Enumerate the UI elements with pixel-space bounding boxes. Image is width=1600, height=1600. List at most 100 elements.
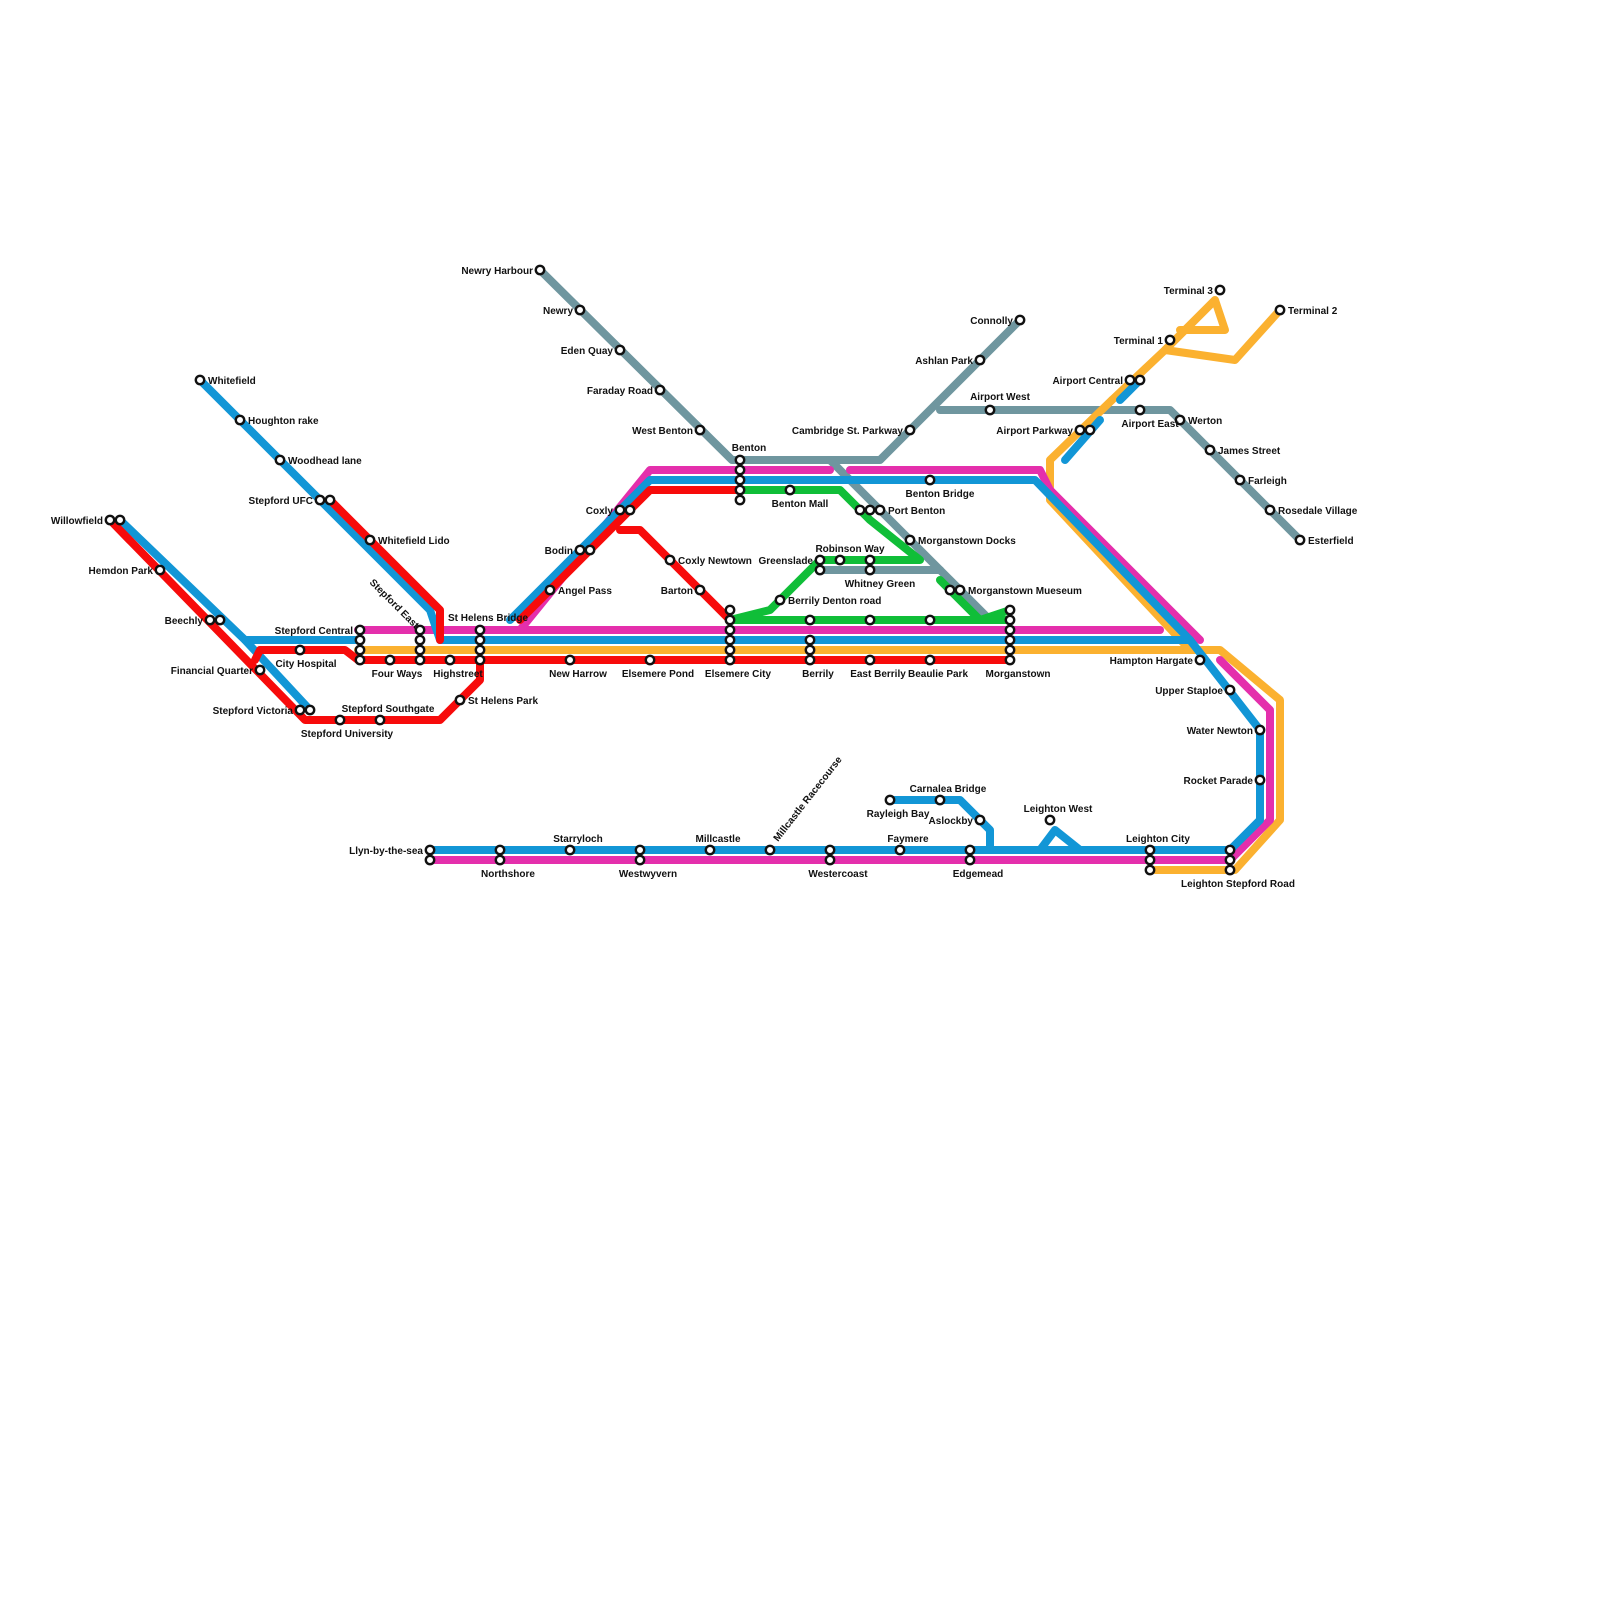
station-marker-benton[interactable]	[734, 464, 746, 476]
station-marker-west-benton[interactable]	[694, 424, 706, 436]
station-marker-stepford-east[interactable]	[414, 634, 426, 646]
station-marker-willowfield[interactable]	[114, 514, 126, 526]
station-marker-morganstown-mueseum[interactable]	[944, 584, 956, 596]
station-marker-stepford-central[interactable]	[354, 624, 366, 636]
station-marker-newry[interactable]	[574, 304, 586, 316]
station-marker-elsemere-city[interactable]	[724, 614, 736, 626]
station-marker-angel-pass[interactable]	[544, 584, 556, 596]
station-marker-terminal-3[interactable]	[1214, 284, 1226, 296]
station-marker-eden-quay[interactable]	[614, 344, 626, 356]
station-marker-elsemere-pond[interactable]	[644, 654, 656, 666]
station-marker-morganstown[interactable]	[1004, 624, 1016, 636]
station-marker-leighton-stepford-road[interactable]	[1224, 844, 1236, 856]
station-marker-leighton-city[interactable]	[1144, 844, 1156, 856]
station-marker-berrily[interactable]	[804, 634, 816, 646]
station-marker-benton-bridge[interactable]	[924, 474, 936, 486]
station-marker-westercoast[interactable]	[824, 854, 836, 866]
station-marker-morganstown[interactable]	[1004, 654, 1016, 666]
station-marker-elsemere-city[interactable]	[724, 634, 736, 646]
station-marker-rocket-parade[interactable]	[1254, 774, 1266, 786]
station-marker-willowfield[interactable]	[104, 514, 116, 526]
station-marker-leighton-city[interactable]	[1144, 864, 1156, 876]
station-marker-millcastle[interactable]	[704, 844, 716, 856]
station-marker-elsemere-city[interactable]	[724, 654, 736, 666]
station-marker-faraday-road[interactable]	[654, 384, 666, 396]
station-marker-beaulie-park[interactable]	[924, 654, 936, 666]
station-marker-westercoast[interactable]	[824, 844, 836, 856]
station-marker-morganstown[interactable]	[1004, 634, 1016, 646]
station-marker-city-hospital[interactable]	[294, 644, 306, 656]
station-marker-whitney-green[interactable]	[864, 564, 876, 576]
station-marker-four-ways[interactable]	[384, 654, 396, 666]
station-marker-cambridge-st-parkway[interactable]	[904, 424, 916, 436]
station-marker-benton[interactable]	[734, 484, 746, 496]
station-marker-beechly[interactable]	[204, 614, 216, 626]
station-marker-airport-central[interactable]	[1134, 374, 1146, 386]
station-marker-morganstown-docks[interactable]	[904, 534, 916, 546]
station-marker-james-street[interactable]	[1204, 444, 1216, 456]
station-marker-edgemead[interactable]	[964, 844, 976, 856]
station-marker-rayleigh-bay[interactable]	[884, 794, 896, 806]
station-marker-airport-west[interactable]	[984, 404, 996, 416]
station-marker-edgemead[interactable]	[964, 854, 976, 866]
station-marker-houghton-rake[interactable]	[234, 414, 246, 426]
station-marker-werton[interactable]	[1174, 414, 1186, 426]
station-marker-stepford-east[interactable]	[414, 654, 426, 666]
station-marker-morganstown[interactable]	[1004, 614, 1016, 626]
station-marker-east-berrily[interactable]	[864, 654, 876, 666]
station-marker-stepford-southgate[interactable]	[374, 714, 386, 726]
station-marker-stepford-central[interactable]	[354, 634, 366, 646]
station-marker-financial-quarter[interactable]	[254, 664, 266, 676]
station-marker-hemdon-park[interactable]	[154, 564, 166, 576]
station-marker-whitefield-lido[interactable]	[364, 534, 376, 546]
station-marker-airport-parkway[interactable]	[1084, 424, 1096, 436]
station-marker-st-helens-bridge[interactable]	[474, 654, 486, 666]
station-marker-berrily[interactable]	[804, 644, 816, 656]
station-marker-berrily[interactable]	[804, 654, 816, 666]
station-marker-northshore[interactable]	[494, 854, 506, 866]
station-marker-stepford-victoria[interactable]	[304, 704, 316, 716]
station-marker-coxly-newtown[interactable]	[664, 554, 676, 566]
station-marker-upper-staploe[interactable]	[1224, 684, 1236, 696]
station-marker-stepford-east[interactable]	[414, 644, 426, 656]
station-marker-port-benton[interactable]	[854, 504, 866, 516]
station-marker-east-berrily[interactable]	[864, 614, 876, 626]
station-marker-robinson-way[interactable]	[834, 554, 846, 566]
station-marker-new-harrow[interactable]	[564, 654, 576, 666]
station-marker-st-helens-park[interactable]	[454, 694, 466, 706]
station-marker-northshore[interactable]	[494, 844, 506, 856]
station-marker-highstreet[interactable]	[444, 654, 456, 666]
station-marker-newry-harbour[interactable]	[534, 264, 546, 276]
station-marker-leighton-west[interactable]	[1044, 814, 1056, 826]
station-marker-stepford-university[interactable]	[334, 714, 346, 726]
station-marker-leighton-stepford-road[interactable]	[1224, 854, 1236, 866]
station-marker-ashlan-park[interactable]	[974, 354, 986, 366]
station-marker-carnalea-bridge[interactable]	[934, 794, 946, 806]
station-marker-aslockby[interactable]	[974, 814, 986, 826]
station-marker-water-newton[interactable]	[1254, 724, 1266, 736]
station-marker-farleigh[interactable]	[1234, 474, 1246, 486]
station-marker-greenslade[interactable]	[814, 564, 826, 576]
station-marker-airport-east[interactable]	[1134, 404, 1146, 416]
station-marker-stepford-central[interactable]	[354, 644, 366, 656]
station-marker-connolly[interactable]	[1014, 314, 1026, 326]
station-marker-terminal-2[interactable]	[1274, 304, 1286, 316]
station-marker-leighton-city[interactable]	[1144, 854, 1156, 866]
station-marker-berrily[interactable]	[804, 614, 816, 626]
station-marker-benton-mall[interactable]	[784, 484, 796, 496]
station-marker-coxly[interactable]	[624, 504, 636, 516]
station-marker-coxly[interactable]	[614, 504, 626, 516]
station-marker-westwyvern[interactable]	[634, 854, 646, 866]
station-marker-greenslade[interactable]	[814, 554, 826, 566]
station-marker-faymere[interactable]	[894, 844, 906, 856]
station-marker-elsemere-city[interactable]	[724, 644, 736, 656]
station-marker-port-benton[interactable]	[864, 504, 876, 516]
station-marker-woodhead-lane[interactable]	[274, 454, 286, 466]
station-marker-bodin[interactable]	[584, 544, 596, 556]
station-marker-leighton-stepford-road[interactable]	[1224, 864, 1236, 876]
station-marker-stepford-ufc[interactable]	[324, 494, 336, 506]
station-marker-whitney-green[interactable]	[864, 554, 876, 566]
station-marker-airport-parkway[interactable]	[1074, 424, 1086, 436]
station-marker-barton[interactable]	[694, 584, 706, 596]
station-marker-morganstown[interactable]	[1004, 604, 1016, 616]
